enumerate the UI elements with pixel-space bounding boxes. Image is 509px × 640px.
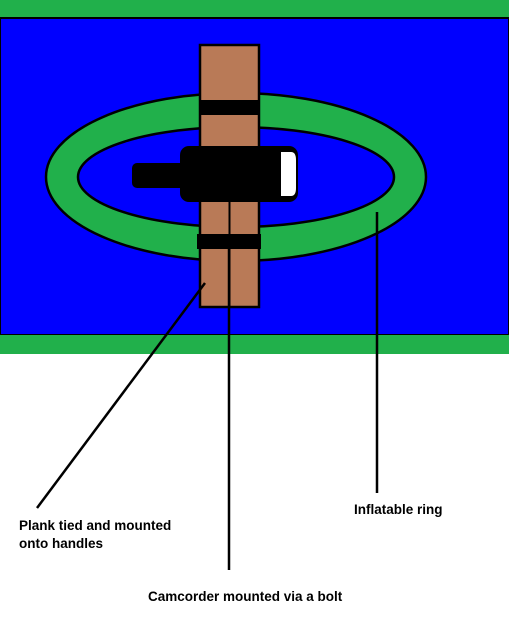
strap-top — [199, 100, 260, 115]
ring-label: Inflatable ring — [354, 502, 443, 517]
top-bank — [0, 0, 509, 20]
bottom-bank — [0, 335, 509, 354]
plank-label-line1: Plank tied and mounted — [19, 518, 172, 533]
leader-plank — [35, 282, 207, 509]
camcorder-label: Camcorder mounted via a bolt — [148, 589, 343, 604]
strap-bottom — [197, 234, 261, 249]
camcorder-icon — [132, 146, 298, 202]
plank-label: Plank tied and mounted onto handles — [19, 517, 171, 553]
plank-label-line2: onto handles — [19, 536, 103, 551]
